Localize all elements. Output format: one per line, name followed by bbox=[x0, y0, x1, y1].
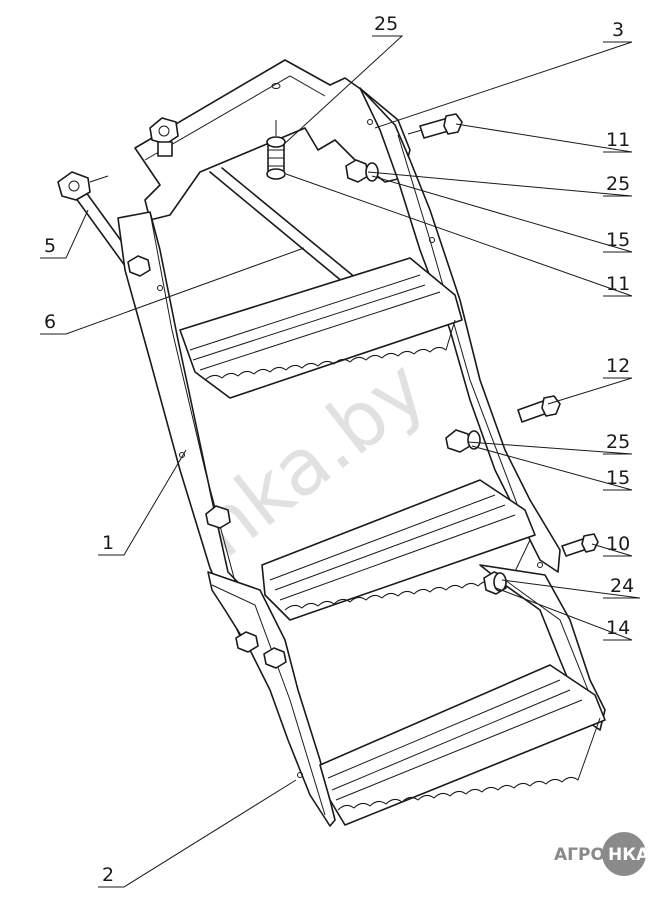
nut-washer-24-14 bbox=[483, 571, 507, 595]
leader-lines bbox=[40, 35, 641, 888]
callout-3: 3 bbox=[612, 19, 624, 41]
bolt-11-a bbox=[407, 113, 463, 139]
agronka-logo: АГРО НКА bbox=[554, 832, 650, 876]
callout-14: 14 bbox=[606, 617, 630, 639]
bolt-top-25 bbox=[266, 120, 286, 180]
diagonal-brace-part-6 bbox=[209, 167, 369, 293]
callout-6: 6 bbox=[44, 311, 56, 333]
bolt-12 bbox=[517, 395, 561, 423]
callout-10: 10 bbox=[606, 533, 630, 555]
upper-step-1 bbox=[179, 257, 463, 399]
callout-5: 5 bbox=[44, 235, 56, 257]
callout-15-b: 15 bbox=[606, 467, 630, 489]
callout-12: 12 bbox=[606, 355, 630, 377]
logo-badge-text: НКА bbox=[608, 845, 650, 865]
callout-1: 1 bbox=[102, 532, 114, 554]
callout-15-a: 15 bbox=[606, 229, 630, 251]
nut-washer-25-15-b bbox=[445, 429, 481, 453]
nut-washer-25-15-a bbox=[345, 159, 379, 183]
lower-step-3 bbox=[319, 664, 606, 826]
upper-step-2 bbox=[261, 479, 536, 621]
callout-25-b: 25 bbox=[606, 173, 630, 195]
callout-labels: 25 3 11 25 15 11 5 6 12 25 15 1 10 24 14… bbox=[44, 13, 634, 886]
callout-2: 2 bbox=[102, 864, 114, 886]
nut-left-frame bbox=[127, 255, 287, 669]
callout-11-a: 11 bbox=[606, 129, 630, 151]
logo-prefix: АГРО bbox=[554, 845, 605, 865]
callout-24: 24 bbox=[610, 575, 634, 597]
callout-11-b: 11 bbox=[606, 273, 630, 295]
logo-badge-circle bbox=[602, 832, 646, 876]
callout-25-c: 25 bbox=[606, 431, 630, 453]
bolt-10 bbox=[561, 533, 599, 557]
callout-25-top: 25 bbox=[374, 13, 398, 35]
nut-bracket-left bbox=[149, 117, 179, 157]
